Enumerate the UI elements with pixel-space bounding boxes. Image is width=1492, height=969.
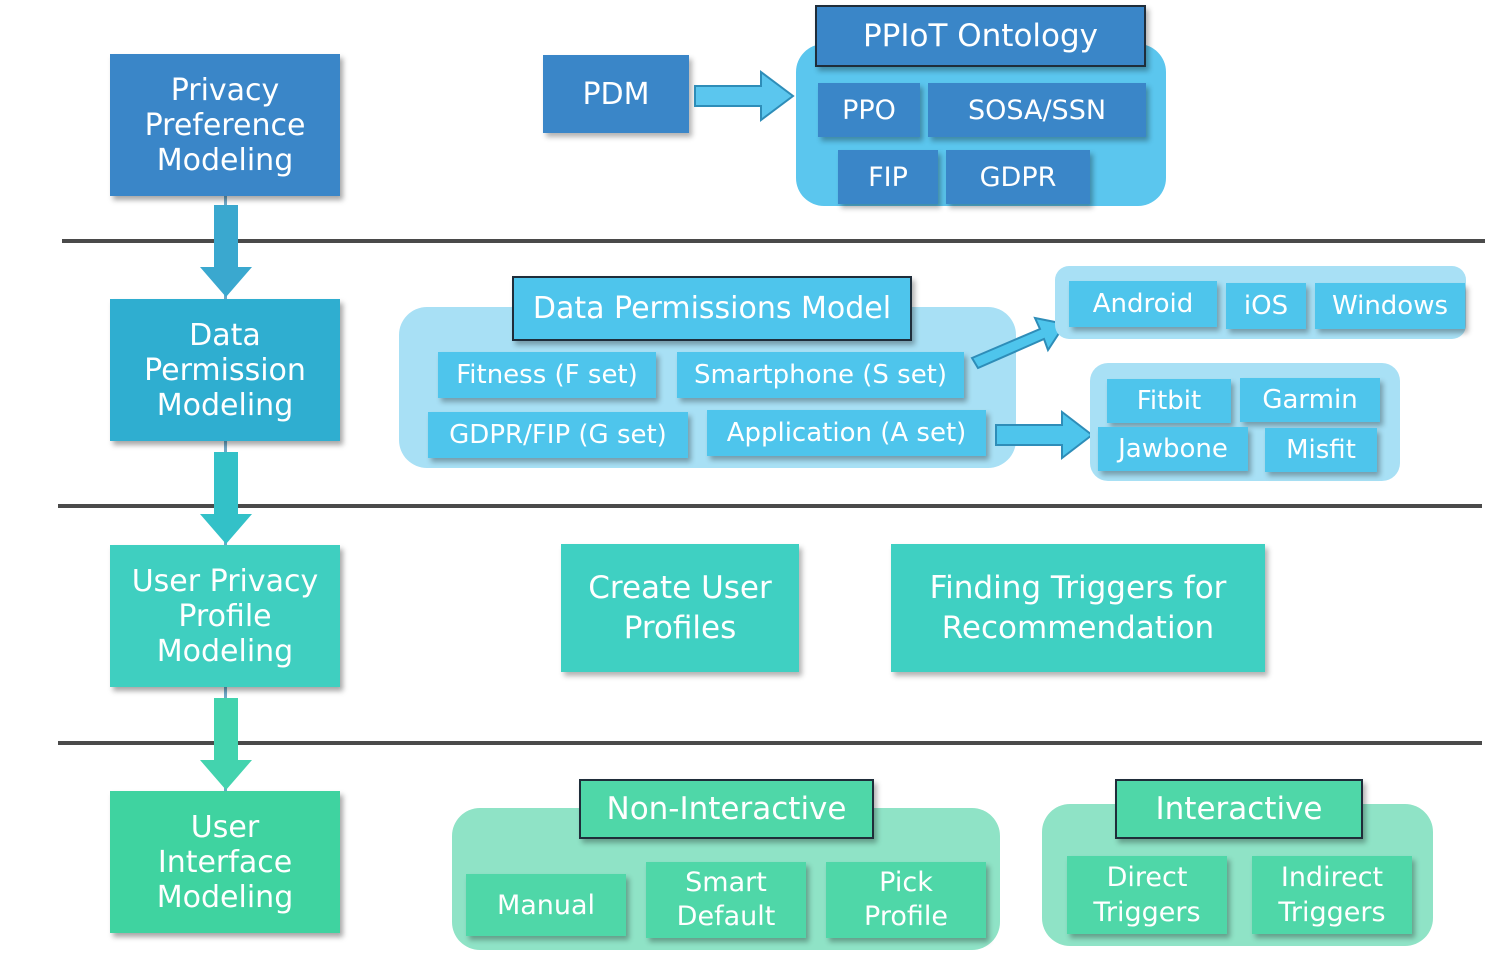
separator-2 — [58, 504, 1482, 508]
create-profiles-line: Create User — [588, 570, 772, 606]
data-permissions-title-box[interactable]: Data Permissions Model — [512, 276, 912, 341]
stage-data-permission-modeling[interactable]: Data Permission Modeling — [110, 299, 340, 441]
option-indirect-triggers[interactable]: Indirect Triggers — [1252, 856, 1412, 934]
device-label: Fitbit — [1136, 386, 1202, 416]
set-application[interactable]: Application (A set) — [707, 410, 986, 456]
set-fitness[interactable]: Fitness (F set) — [438, 352, 656, 398]
arrow-to-devices-icon — [995, 409, 1094, 461]
option-direct-triggers[interactable]: Direct Triggers — [1067, 856, 1227, 934]
option-manual[interactable]: Manual — [466, 874, 626, 936]
ontology-item-gdpr[interactable]: GDPR — [946, 150, 1090, 204]
interactive-title-box[interactable]: Interactive — [1115, 779, 1363, 839]
create-profiles-line: Profiles — [623, 610, 737, 646]
platform-android[interactable]: Android — [1069, 281, 1217, 327]
option-label-line: Indirect — [1280, 862, 1384, 893]
platform-ios[interactable]: iOS — [1226, 283, 1306, 329]
platform-label: Windows — [1331, 291, 1449, 321]
stage-privacy-preference-modeling[interactable]: Privacy Preference Modeling — [110, 54, 340, 196]
ontology-item-label: SOSA/SSN — [967, 94, 1107, 126]
stage-label-line: Modeling — [156, 633, 294, 669]
stage-label-line: User — [190, 809, 260, 845]
device-label: Misfit — [1286, 435, 1356, 465]
option-label: Manual — [496, 889, 596, 921]
device-label: Jawbone — [1118, 434, 1228, 464]
down-arrow-3-icon — [200, 698, 252, 790]
option-label-line: Default — [676, 901, 776, 932]
option-label-line: Smart — [685, 867, 767, 898]
interactive-title: Interactive — [1155, 791, 1323, 827]
ontology-item-ppo[interactable]: PPO — [818, 83, 920, 137]
pdm-box[interactable]: PDM — [543, 55, 689, 133]
set-label: Application (A set) — [726, 418, 967, 448]
device-fitbit[interactable]: Fitbit — [1107, 379, 1231, 423]
separator-1 — [62, 239, 1485, 243]
non-interactive-title: Non-Interactive — [606, 791, 847, 827]
pdm-label: PDM — [582, 76, 650, 112]
device-misfit[interactable]: Misfit — [1265, 428, 1377, 472]
arrow-to-platforms-icon — [970, 316, 1067, 370]
ontology-item-label: FIP — [868, 161, 908, 193]
stage-label-line: Privacy — [170, 72, 280, 108]
ontology-title-box[interactable]: PPIoT Ontology — [815, 5, 1146, 67]
ontology-item-label: PPO — [842, 94, 896, 126]
finding-triggers-line: Finding Triggers for — [929, 570, 1227, 606]
finding-triggers-box[interactable]: Finding Triggers for Recommendation — [891, 544, 1265, 672]
stage-label-line: Preference — [144, 107, 306, 143]
option-pick-profile[interactable]: Pick Profile — [826, 862, 986, 938]
option-label-line: Triggers — [1093, 897, 1201, 928]
stage-user-privacy-profile-modeling[interactable]: User Privacy Profile Modeling — [110, 545, 340, 687]
set-label: Smartphone (S set) — [693, 360, 948, 390]
stage-label-line: Permission — [144, 352, 306, 388]
device-label: Garmin — [1262, 385, 1358, 415]
option-label-line: Pick — [879, 867, 933, 898]
ontology-item-fip[interactable]: FIP — [838, 150, 938, 204]
set-gdpr-fip[interactable]: GDPR/FIP (G set) — [428, 412, 688, 458]
right-arrow-pdm-icon — [694, 70, 795, 122]
stage-label-line: Modeling — [156, 879, 294, 915]
ontology-item-label: GDPR — [979, 161, 1057, 193]
device-jawbone[interactable]: Jawbone — [1098, 427, 1248, 471]
data-permissions-title: Data Permissions Model — [532, 291, 892, 326]
finding-triggers-line: Recommendation — [941, 610, 1215, 646]
stage-label-line: Profile — [178, 598, 272, 634]
platform-label: Android — [1092, 289, 1194, 319]
option-smart-default[interactable]: Smart Default — [646, 862, 806, 938]
set-label: GDPR/FIP (G set) — [449, 420, 667, 450]
down-arrow-2-icon — [200, 452, 252, 544]
platform-windows[interactable]: Windows — [1315, 283, 1465, 329]
stage-label-line: Interface — [157, 844, 293, 880]
create-user-profiles-box[interactable]: Create User Profiles — [561, 544, 799, 672]
device-garmin[interactable]: Garmin — [1240, 378, 1380, 422]
ontology-item-sosa-ssn[interactable]: SOSA/SSN — [928, 83, 1146, 137]
option-label-line: Profile — [864, 901, 948, 932]
platform-label: iOS — [1243, 291, 1289, 321]
set-smartphone[interactable]: Smartphone (S set) — [677, 352, 964, 398]
down-arrow-1-icon — [200, 205, 252, 297]
stage-label-line: User Privacy — [131, 563, 319, 599]
stage-user-interface-modeling[interactable]: User Interface Modeling — [110, 791, 340, 933]
ontology-title: PPIoT Ontology — [862, 18, 1099, 54]
non-interactive-title-box[interactable]: Non-Interactive — [579, 779, 874, 839]
option-label-line: Direct — [1106, 862, 1188, 893]
stage-label-line: Modeling — [156, 387, 294, 423]
stage-label-line: Modeling — [156, 142, 294, 178]
stage-label-line: Data — [189, 317, 261, 353]
option-label-line: Triggers — [1278, 897, 1386, 928]
separator-3 — [58, 741, 1482, 745]
set-label: Fitness (F set) — [456, 360, 638, 390]
